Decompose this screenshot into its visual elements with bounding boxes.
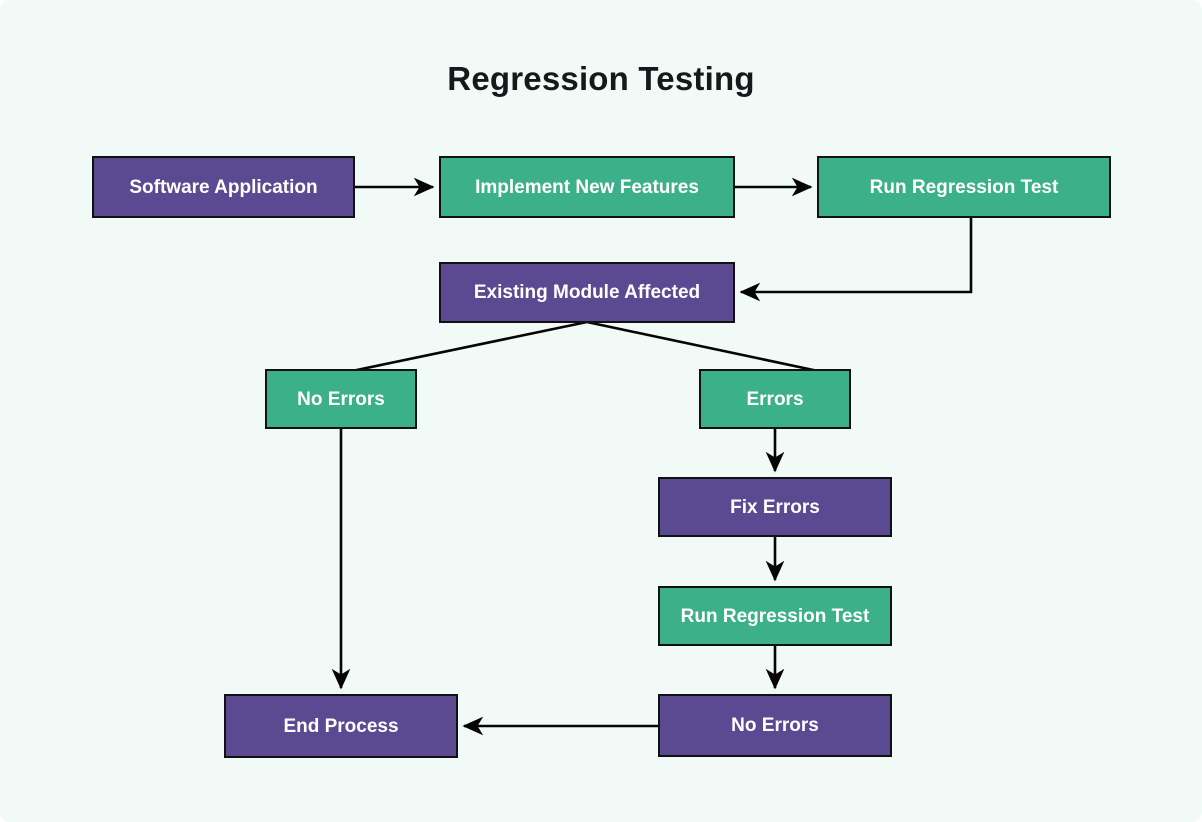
node-implement-new-features[interactable]: Implement New Features	[439, 156, 735, 218]
node-existing-module-affected[interactable]: Existing Module Affected	[439, 262, 735, 323]
node-errors[interactable]: Errors	[699, 369, 851, 429]
edges-layer	[331, 177, 973, 736]
node-no-errors-left-label: No Errors	[297, 389, 385, 410]
node-no-errors-left-box[interactable]	[265, 369, 417, 429]
node-no-errors-left[interactable]: No Errors	[265, 369, 417, 429]
node-fix-errors-label: Fix Errors	[730, 497, 820, 518]
node-fix-errors-box[interactable]	[658, 477, 892, 537]
node-software-application-label: Software Application	[129, 177, 317, 198]
node-existing-module-affected-label: Existing Module Affected	[474, 282, 700, 303]
nodes-layer: Software Application Implement New Featu…	[92, 156, 1111, 758]
node-implement-new-features-label: Implement New Features	[475, 177, 699, 198]
node-existing-module-affected-box[interactable]	[439, 262, 735, 323]
edge-existing-module-affected-to-no-errors	[351, 320, 588, 373]
node-end-process-label: End Process	[283, 716, 398, 737]
node-run-regression-test-2-box[interactable]	[658, 586, 892, 646]
node-no-errors-bottom-box[interactable]	[658, 694, 892, 757]
node-end-process-box[interactable]	[224, 694, 458, 758]
edge-existing-module-affected-to-errors	[586, 320, 819, 373]
node-run-regression-test-2[interactable]: Run Regression Test	[658, 586, 892, 646]
node-software-application[interactable]: Software Application	[92, 156, 355, 218]
node-errors-label: Errors	[746, 389, 803, 410]
node-implement-new-features-box[interactable]	[439, 156, 735, 218]
node-software-application-box[interactable]	[92, 156, 355, 218]
node-fix-errors[interactable]: Fix Errors	[658, 477, 892, 537]
node-no-errors-bottom-label: No Errors	[731, 715, 819, 736]
node-no-errors-bottom[interactable]: No Errors	[658, 694, 892, 757]
node-run-regression-test-2-label: Run Regression Test	[681, 606, 870, 627]
node-run-regression-test-1-label: Run Regression Test	[870, 177, 1059, 198]
node-errors-box[interactable]	[699, 369, 851, 429]
edge-run-regression-test-to-existing-module-affected	[739, 217, 973, 302]
node-run-regression-test-1-box[interactable]	[817, 156, 1111, 218]
node-run-regression-test-1[interactable]: Run Regression Test	[817, 156, 1111, 218]
page-title: Regression Testing	[447, 60, 755, 97]
node-end-process[interactable]: End Process	[224, 694, 458, 758]
